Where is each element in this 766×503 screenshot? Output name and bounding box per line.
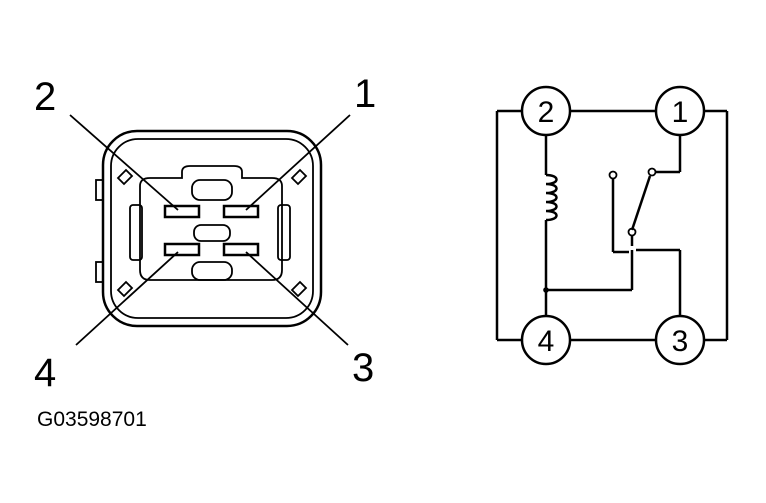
coil-icon xyxy=(545,173,558,222)
schematic-pin-1-label: 1 xyxy=(672,96,689,129)
connector-slot-left xyxy=(129,204,143,261)
schematic-pin-4-label: 4 xyxy=(538,325,555,358)
switch-arm xyxy=(630,175,652,231)
callout-2: 2 xyxy=(34,75,56,119)
terminal-3 xyxy=(222,242,260,257)
contact-nc xyxy=(608,170,618,180)
terminal-4 xyxy=(163,242,201,257)
leader-line-1 xyxy=(245,114,351,211)
connector-key-bottom xyxy=(191,261,233,281)
connector-corner-latches xyxy=(116,168,308,298)
contact-common xyxy=(627,227,637,237)
terminal-2 xyxy=(163,204,201,219)
callout-3: 3 xyxy=(352,346,374,390)
connector-inner-cavity xyxy=(139,165,283,281)
schematic-pin-4 xyxy=(520,314,572,366)
leader-line-2 xyxy=(69,114,179,211)
connector-inner-rim xyxy=(110,138,314,319)
connector-left-tab-top xyxy=(95,179,104,201)
schematic-pin-3-label: 3 xyxy=(672,325,689,358)
leader-line-3 xyxy=(245,251,349,346)
connector-left-tab-bottom xyxy=(95,261,104,283)
connector-key-top xyxy=(191,179,233,201)
connector-slot-right xyxy=(277,204,291,261)
terminal-1 xyxy=(222,204,260,219)
connector-key-middle xyxy=(193,224,231,242)
relay-schematic: 2 1 4 3 xyxy=(495,85,729,366)
contact-1 xyxy=(647,167,657,177)
schematic-pin-2 xyxy=(520,85,572,137)
relay-connector-face: 2 1 4 3 xyxy=(34,72,376,395)
schematic-pin-1 xyxy=(654,85,706,137)
callout-4: 4 xyxy=(34,351,56,395)
schematic-pin-3 xyxy=(654,314,706,366)
callout-1: 1 xyxy=(354,72,376,116)
leader-line-4 xyxy=(75,251,179,346)
figure-id: G03598701 xyxy=(37,408,147,431)
schematic-pin-2-label: 2 xyxy=(538,96,555,129)
connector-housing xyxy=(101,129,323,328)
